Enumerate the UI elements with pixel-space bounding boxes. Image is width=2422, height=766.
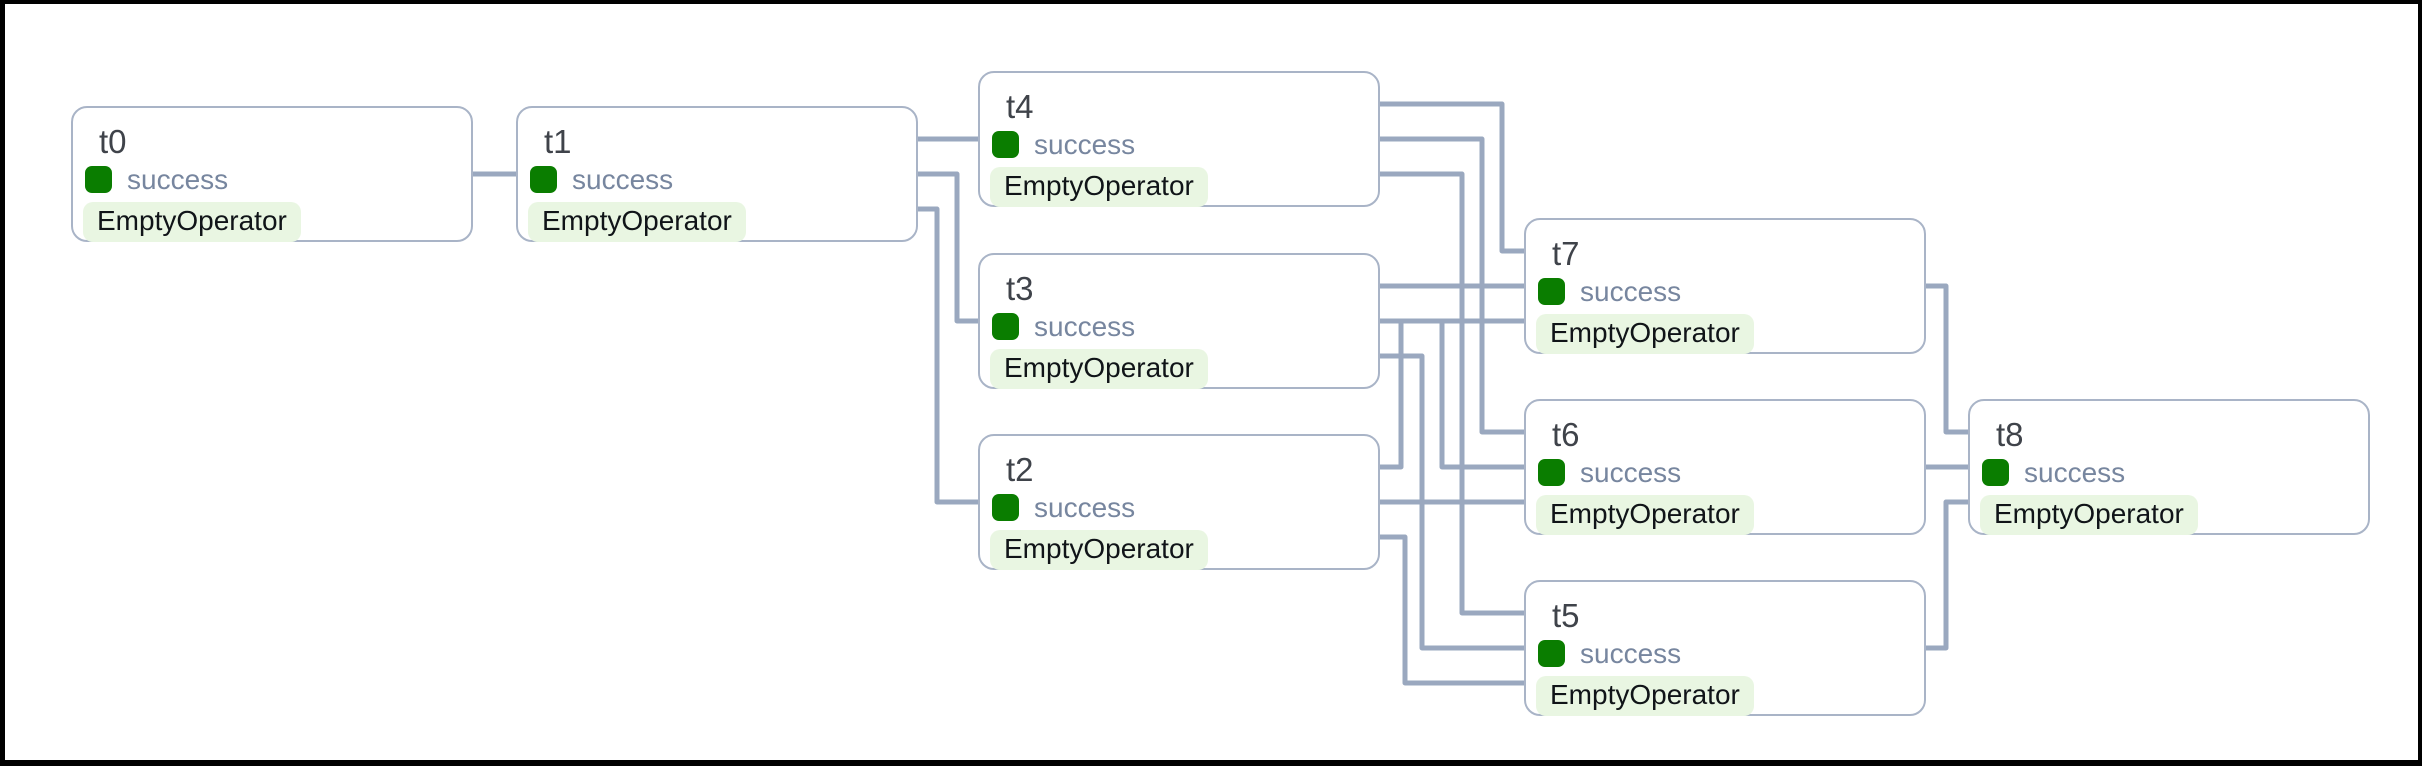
operator-badge: EmptyOperator <box>990 167 1208 207</box>
task-node-t7[interactable]: t7 success EmptyOperator <box>1524 218 1926 354</box>
edge-t5-t8 <box>1926 499 1968 651</box>
task-node-title: t6 <box>1552 416 1580 453</box>
task-status-label: success <box>1034 310 1136 342</box>
success-status-icon <box>992 313 1019 340</box>
operator-badge: EmptyOperator <box>1536 495 1754 535</box>
edge-t3-t5 <box>1380 353 1524 651</box>
operator-badge: EmptyOperator <box>990 530 1208 570</box>
task-node-title: t2 <box>1006 451 1034 488</box>
task-node-title: t7 <box>1552 235 1580 272</box>
task-status-row: success <box>1538 637 1914 669</box>
task-status-row: success <box>1538 456 1914 488</box>
success-status-icon <box>530 166 557 193</box>
success-status-icon <box>992 494 1019 521</box>
task-node-title: t8 <box>1996 416 2024 453</box>
task-node-title: t1 <box>544 123 572 160</box>
task-status-row: success <box>1982 456 2358 488</box>
operator-badge: EmptyOperator <box>1536 314 1754 354</box>
success-status-icon <box>992 131 1019 158</box>
edge-t4-t5 <box>1380 171 1524 616</box>
edge-t4-t7 <box>1380 101 1524 254</box>
task-status-row: success <box>85 163 461 195</box>
operator-badge: EmptyOperator <box>1980 495 2198 535</box>
success-status-icon <box>85 166 112 193</box>
edge-t4-t6 <box>1380 136 1524 435</box>
task-node-title: t0 <box>99 123 127 160</box>
task-status-row: success <box>530 163 906 195</box>
task-status-label: success <box>1580 637 1682 669</box>
task-status-label: success <box>1034 491 1136 523</box>
task-status-label: success <box>2024 456 2126 488</box>
task-node-t8[interactable]: t8 success EmptyOperator <box>1968 399 2370 535</box>
operator-badge: EmptyOperator <box>1536 676 1754 716</box>
edge-t2-t7 <box>1380 318 1524 470</box>
task-node-t4[interactable]: t4 success EmptyOperator <box>978 71 1380 207</box>
task-node-title: t3 <box>1006 270 1034 307</box>
task-status-label: success <box>127 163 229 195</box>
edge-t3-t6 <box>1380 318 1524 470</box>
success-status-icon <box>1538 459 1565 486</box>
task-node-t3[interactable]: t3 success EmptyOperator <box>978 253 1380 389</box>
edge-t2-t5 <box>1380 534 1524 686</box>
task-status-label: success <box>1580 456 1682 488</box>
task-status-row: success <box>992 491 1368 523</box>
task-node-t0[interactable]: t0 success EmptyOperator <box>71 106 473 242</box>
success-status-icon <box>1538 278 1565 305</box>
task-node-title: t5 <box>1552 597 1580 634</box>
task-node-title: t4 <box>1006 88 1034 125</box>
success-status-icon <box>1538 640 1565 667</box>
task-status-label: success <box>572 163 674 195</box>
task-status-row: success <box>1538 275 1914 307</box>
task-status-label: success <box>1034 128 1136 160</box>
operator-badge: EmptyOperator <box>83 202 301 242</box>
task-node-t5[interactable]: t5 success EmptyOperator <box>1524 580 1926 716</box>
edge-t7-t8 <box>1926 283 1968 435</box>
success-status-icon <box>1982 459 2009 486</box>
task-status-label: success <box>1580 275 1682 307</box>
edge-t1-t3 <box>918 171 978 324</box>
task-status-row: success <box>992 310 1368 342</box>
task-status-row: success <box>992 128 1368 160</box>
task-node-t2[interactable]: t2 success EmptyOperator <box>978 434 1380 570</box>
task-node-t6[interactable]: t6 success EmptyOperator <box>1524 399 1926 535</box>
task-node-t1[interactable]: t1 success EmptyOperator <box>516 106 918 242</box>
operator-badge: EmptyOperator <box>528 202 746 242</box>
operator-badge: EmptyOperator <box>990 349 1208 389</box>
edge-t1-t2 <box>918 206 978 505</box>
